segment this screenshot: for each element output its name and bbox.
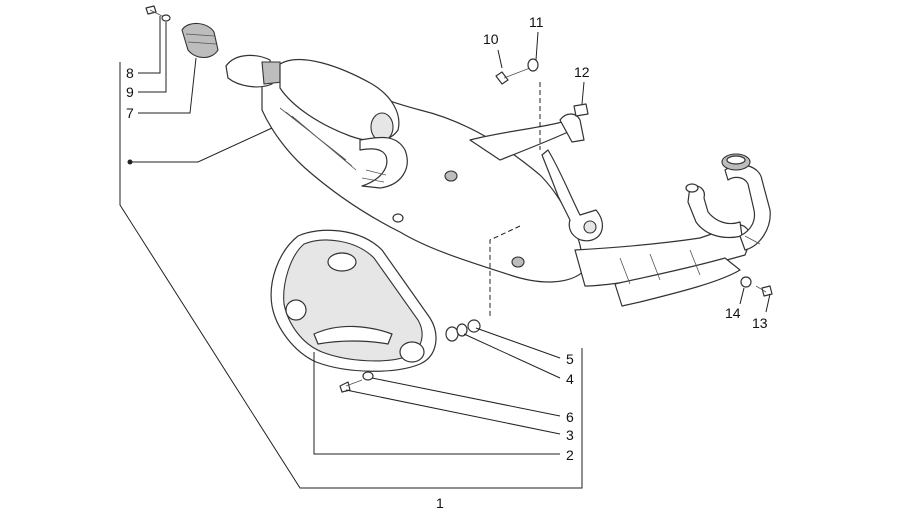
callout-7: 7 — [126, 105, 134, 121]
muffler-body — [225, 54, 603, 283]
hardware-bolt-13 — [740, 276, 773, 297]
callout-14: 14 — [725, 305, 741, 321]
callout-2: 2 — [566, 447, 574, 463]
hardware-washers-4-5 — [445, 319, 481, 342]
exhaust-header-pipes — [574, 153, 771, 307]
heat-shield — [270, 229, 437, 372]
callout-12: 12 — [574, 64, 590, 80]
hardware-end-cap — [181, 22, 219, 59]
callout-13: 13 — [752, 315, 768, 331]
callout-10: 10 — [483, 31, 499, 47]
hardware-nut-12 — [573, 103, 589, 117]
hardware-bolt-10 — [495, 58, 539, 85]
callout-9: 9 — [126, 84, 134, 100]
callout-4: 4 — [566, 371, 574, 387]
callout-11: 11 — [529, 14, 544, 30]
callout-1: 1 — [436, 495, 444, 511]
callout-8: 8 — [126, 65, 134, 81]
callout-6: 6 — [566, 409, 574, 425]
hardware-screw-top — [145, 5, 171, 22]
hardware-screw-3-6 — [339, 371, 374, 393]
callout-labels: 1 2 3 4 5 6 7 8 9 10 11 12 13 14 — [126, 14, 768, 511]
callout-3: 3 — [566, 427, 574, 443]
callout-5: 5 — [566, 351, 574, 367]
leader-lines — [119, 16, 771, 489]
